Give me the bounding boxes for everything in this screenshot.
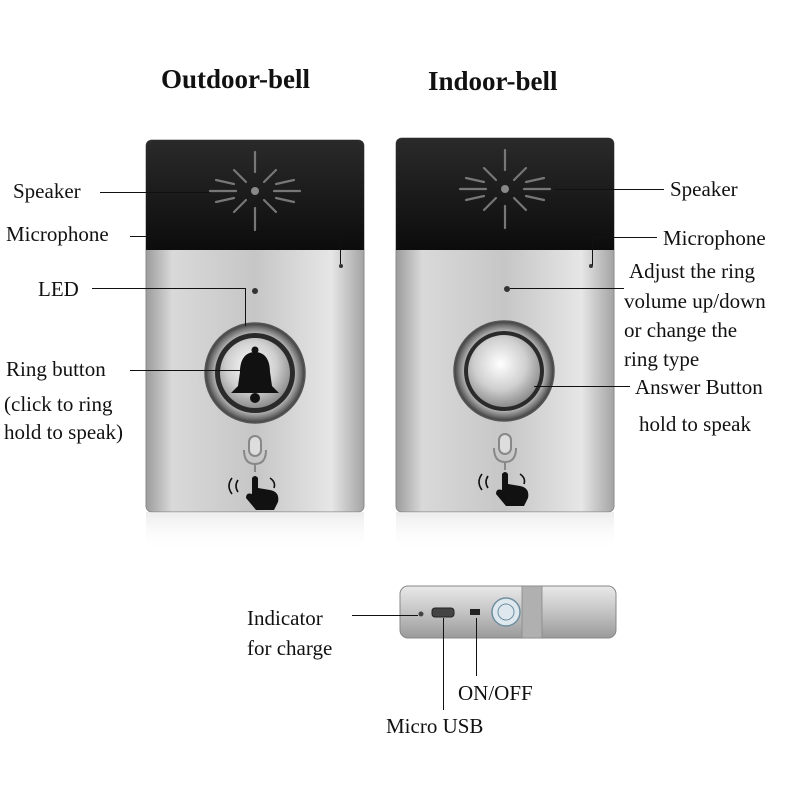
ring-button-note-line-2: hold to speak) — [4, 420, 123, 444]
answer-button[interactable] — [468, 335, 540, 407]
indoor-microphone-hole — [589, 264, 593, 268]
indoor-bell-title: Indoor-bell — [428, 66, 558, 96]
leader-line — [510, 288, 624, 289]
outdoor-microphone-label: Microphone — [6, 222, 109, 246]
indicator-label-line-1: Indicator — [247, 606, 323, 630]
ring-button-note-line-1: (click to ring — [4, 392, 113, 416]
outdoor-bell-title: Outdoor-bell — [161, 64, 311, 94]
speaker-grille-icon — [208, 150, 302, 232]
leader-line — [245, 288, 246, 326]
outdoor-bell-device — [145, 139, 365, 552]
answer-button-label: Answer Button — [635, 375, 763, 399]
leader-line — [554, 189, 664, 190]
ring-button-label: Ring button — [6, 357, 106, 381]
answer-button-note: hold to speak — [639, 412, 751, 436]
on-off-label: ON/OFF — [458, 681, 533, 705]
charge-indicator — [418, 611, 424, 617]
adjust-ring-label-line-2: volume up/down — [624, 289, 766, 313]
adjust-ring-label-line-3: or change the — [624, 318, 738, 342]
leader-line — [92, 288, 245, 289]
micro-usb-port — [431, 607, 455, 618]
leader-line — [100, 192, 210, 193]
side-view-device — [399, 585, 617, 639]
speaker-grille-icon — [458, 148, 552, 230]
indoor-microphone-label: Microphone — [663, 226, 766, 250]
microphone-icon — [493, 433, 517, 470]
leader-line — [476, 618, 477, 676]
touch-hand-icon — [478, 472, 529, 506]
leader-line — [534, 386, 630, 387]
bell-icon — [231, 346, 279, 403]
touch-hand-icon — [228, 476, 279, 510]
adjust-ring-label-line-4: ring type — [624, 347, 700, 371]
micro-usb-label: Micro USB — [386, 714, 484, 738]
indoor-led — [504, 286, 510, 292]
leader-line — [352, 615, 418, 616]
outdoor-microphone-hole — [339, 264, 343, 268]
leader-line — [592, 237, 593, 265]
leader-line — [443, 618, 444, 710]
leader-line — [340, 236, 341, 264]
indoor-speaker-label: Speaker — [670, 177, 738, 201]
outdoor-speaker-label: Speaker — [13, 179, 81, 203]
microphone-icon — [243, 435, 267, 472]
indoor-bell-device — [395, 137, 615, 552]
leader-line — [130, 370, 242, 371]
outdoor-led-label: LED — [38, 277, 79, 301]
outdoor-led — [252, 288, 258, 294]
adjust-ring-label-line-1: Adjust the ring — [629, 259, 755, 283]
leader-line — [130, 236, 340, 237]
leader-line — [592, 237, 657, 238]
on-off-switch[interactable] — [470, 609, 480, 615]
indicator-label-line-2: for charge — [247, 636, 333, 660]
